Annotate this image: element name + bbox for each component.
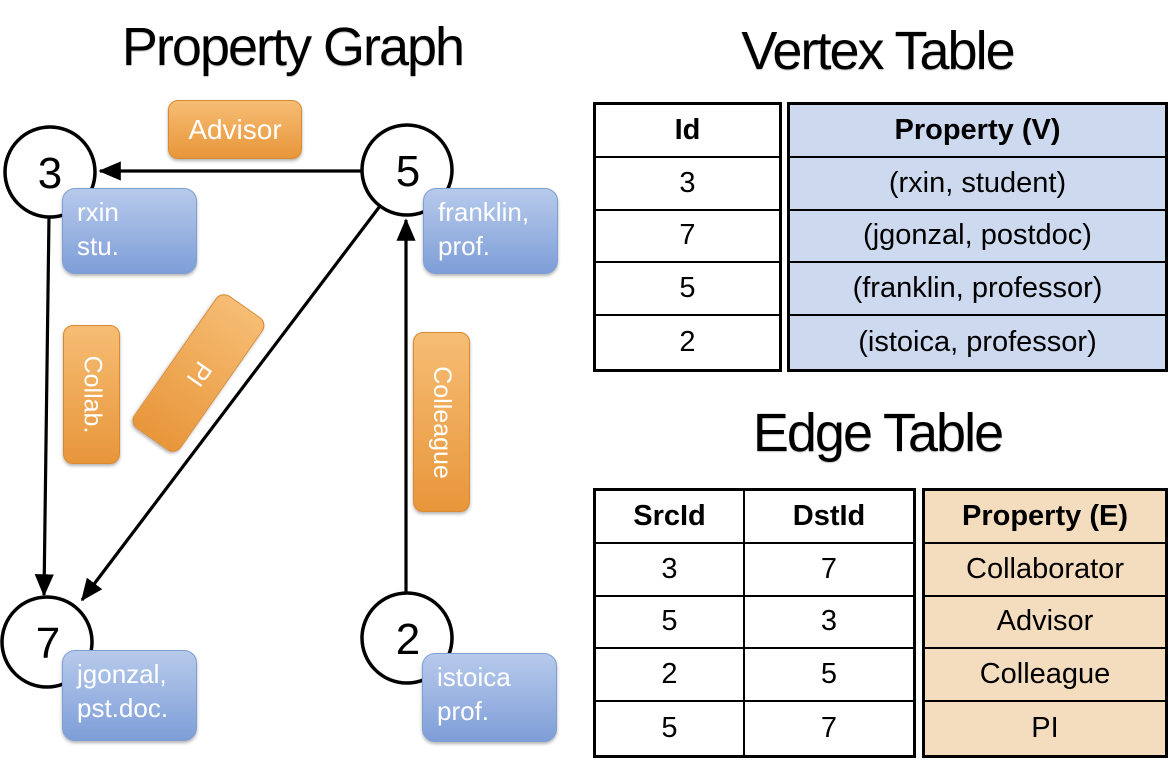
table-cell: (jgonzal, postdoc) — [790, 211, 1165, 264]
vertex-box-istoica-line1: istoica — [437, 662, 511, 692]
table-cell: Colleague — [925, 649, 1165, 703]
vertex-table-id-header: Id — [596, 105, 779, 158]
table-cell: 7 — [820, 552, 838, 585]
edge-label-advisor: Advisor — [168, 100, 302, 159]
node-label-7: 7 — [35, 619, 61, 668]
table-cell: 3 — [596, 543, 745, 595]
table-cell: 3 — [596, 158, 779, 211]
vertex-box-rxin-line2: stu. — [77, 230, 119, 261]
vertex-box-jgonzal-line2: pst.doc. — [77, 692, 169, 723]
table-cell: (rxin, student) — [790, 158, 1165, 211]
table-cell: 7 — [820, 712, 838, 745]
vertex-table-property-header: Property (V) — [790, 105, 1165, 158]
vertex-box-franklin-line1: franklin, — [438, 197, 530, 227]
edge-label-collab: Collab. — [63, 325, 120, 464]
table-cell: 3 — [820, 605, 838, 638]
vertex-box-jgonzal-line1: jgonzal, — [77, 659, 167, 689]
edge-label-pi-text: PI — [180, 355, 218, 391]
table-cell: (franklin, professor) — [790, 263, 1165, 317]
edge-table-property-column: Property (E) Collaborator Advisor Collea… — [922, 488, 1168, 758]
vertex-box-rxin: rxin stu. — [62, 188, 197, 274]
vertex-box-istoica-line2: prof. — [437, 695, 490, 726]
edge-label-collab-text: Collab. — [78, 355, 107, 434]
table-cell: 5 — [596, 596, 745, 648]
vertex-table-property-column: Property (V) (rxin, student) (jgonzal, p… — [787, 102, 1168, 372]
table-row: 5 3 — [596, 596, 913, 650]
edge-label-colleague: Colleague — [413, 332, 470, 512]
vertex-box-jgonzal: jgonzal, pst.doc. — [62, 650, 197, 741]
table-cell: 2 — [679, 326, 696, 359]
property-graph-title: Property Graph — [121, 17, 465, 77]
edge-table-id-columns: SrcId DstId 3 7 5 3 2 5 5 7 — [593, 488, 916, 758]
vertex-table-id-column: Id 3 7 5 2 — [593, 102, 782, 372]
vertex-box-franklin: franklin, prof. — [423, 188, 558, 274]
table-row: 5 7 — [596, 702, 913, 755]
vertex-box-franklin-line2: prof. — [438, 230, 491, 261]
table-cell: 5 — [596, 702, 745, 755]
edge-label-advisor-text: Advisor — [188, 113, 282, 145]
vertex-table-title: Vertex Table — [741, 21, 1015, 81]
table-cell: Collaborator — [925, 544, 1165, 597]
edge-table-srcid-header: SrcId — [596, 491, 745, 542]
table-cell: PI — [1031, 712, 1059, 745]
table-row: 3 7 — [596, 543, 913, 597]
node-label-2: 2 — [395, 615, 421, 664]
table-cell: 2 — [596, 649, 745, 701]
vertex-box-istoica: istoica prof. — [422, 653, 557, 742]
edge-3-7-collaborator-arrow — [34, 215, 54, 597]
table-row: 2 5 — [596, 649, 913, 703]
node-label-5: 5 — [395, 147, 421, 196]
table-cell: (istoica, professor) — [858, 326, 1097, 359]
edge-table-header-row: SrcId DstId — [596, 491, 913, 544]
vertex-box-rxin-line1: rxin — [77, 197, 119, 227]
node-label-3: 3 — [37, 149, 63, 198]
edge-table-property-header: Property (E) — [925, 491, 1165, 544]
edge-table-title: Edge Table — [752, 403, 1004, 463]
edge-5-7-pi-arrow — [80, 205, 382, 602]
table-cell: 5 — [596, 263, 779, 317]
edge-label-colleague-text: Colleague — [428, 365, 456, 479]
edge-table-dstid-header: DstId — [792, 499, 866, 532]
table-cell: Advisor — [925, 597, 1165, 650]
table-cell: 5 — [820, 658, 838, 691]
table-cell: 7 — [596, 211, 779, 264]
